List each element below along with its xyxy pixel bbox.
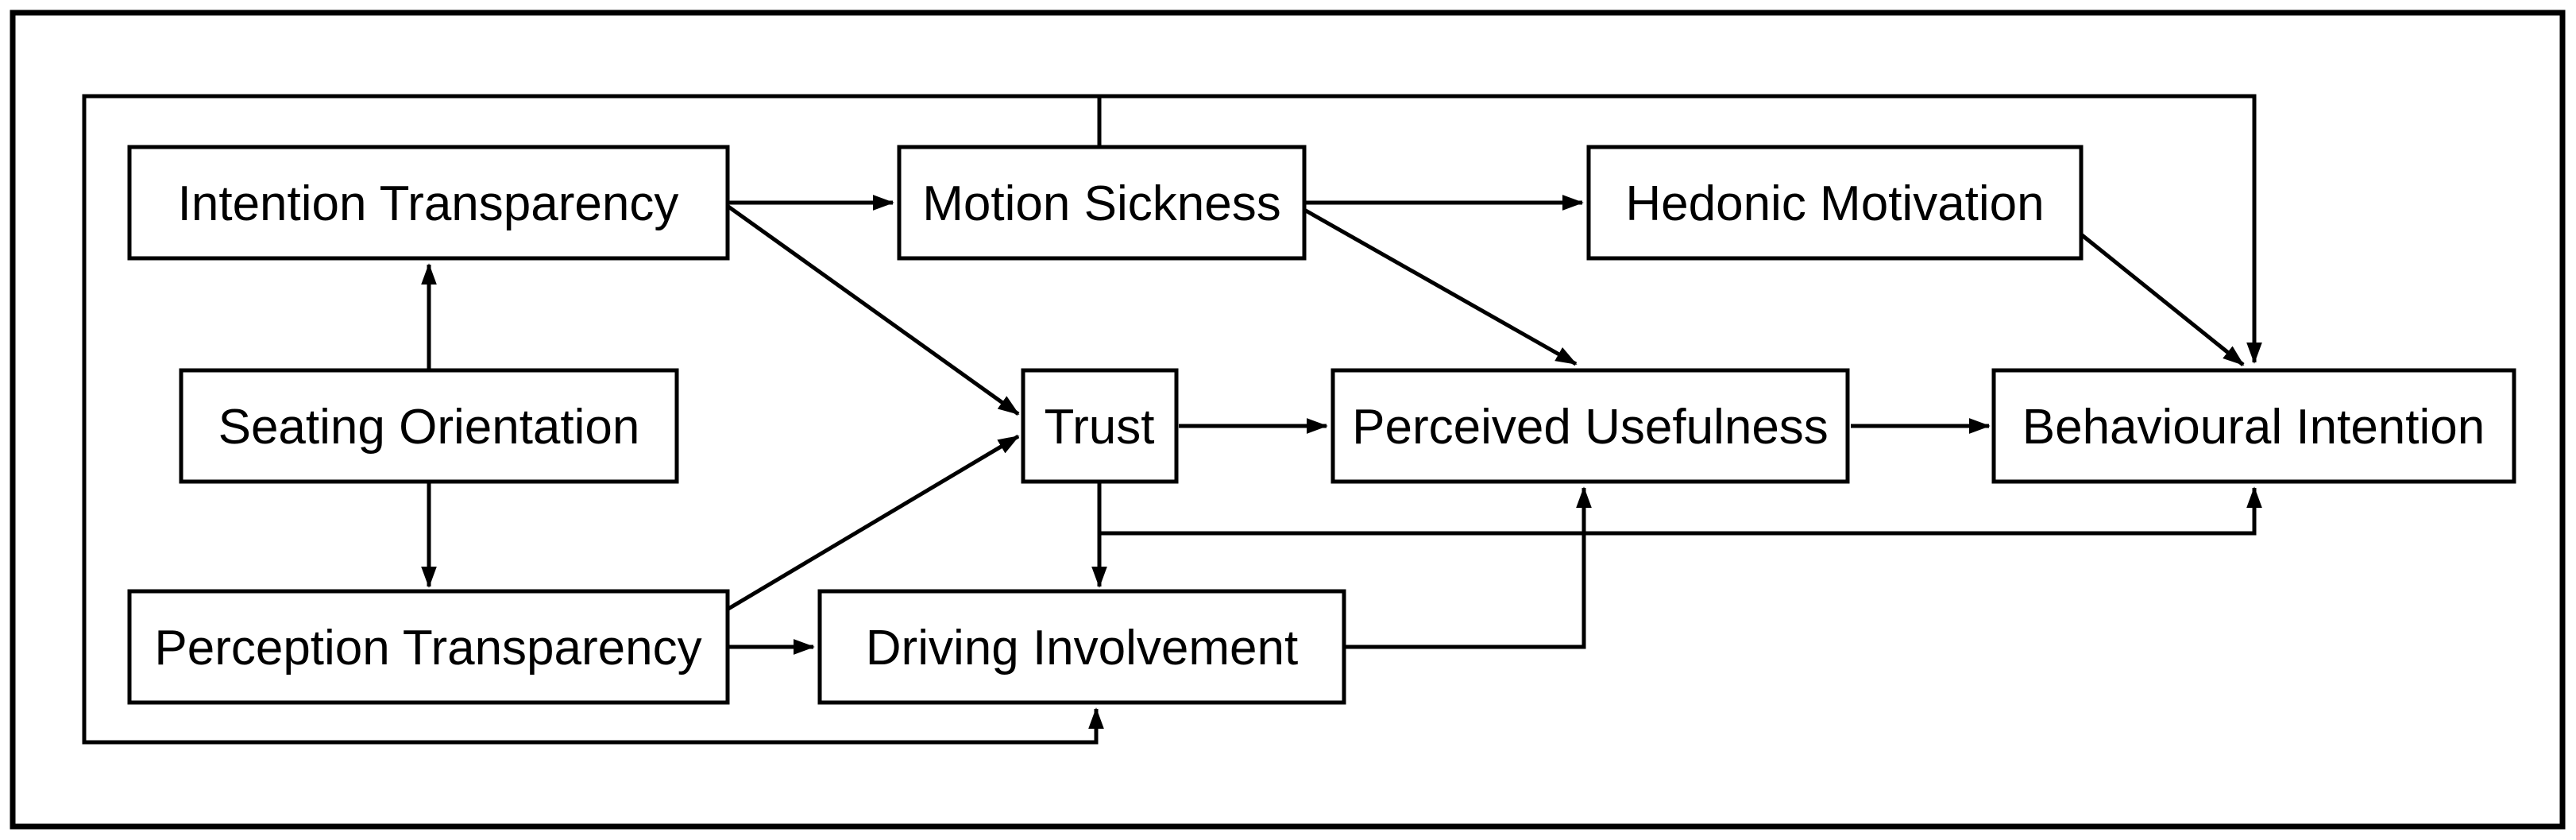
node-intention-transparency: Intention Transparency: [127, 145, 730, 261]
node-hedonic-motivation-box: [1586, 145, 2084, 261]
node-trust-box: [1021, 368, 1179, 484]
node-perceived-usefulness-label: Perceived Usefulness: [1352, 400, 1829, 455]
node-perceived-usefulness: Perceived Usefulness: [1330, 368, 1850, 484]
node-intention-transparency-label: Intention Transparency: [178, 176, 679, 231]
node-seating-orientation: Seating Orientation: [179, 368, 679, 484]
node-perception-transparency-box: [127, 589, 730, 705]
node-driving-involvement-box: [817, 589, 1346, 705]
node-motion-sickness-label: Motion Sickness: [922, 176, 1280, 231]
edge-motion-sickness-to-perceived-usefulness: [1303, 207, 1578, 366]
node-perception-transparency-label: Perception Transparency: [154, 621, 701, 675]
node-behavioural-intention: Behavioural Intention: [1991, 368, 2516, 484]
node-trust-label: Trust: [1045, 400, 1155, 455]
edge-trust-to-behavioural-intention: [1099, 486, 2262, 536]
edge-motion-sickness-to-driving-involvement: [82, 94, 1104, 745]
node-behavioural-intention-box: [1991, 368, 2516, 484]
node-motion-sickness-box: [897, 145, 1307, 261]
node-trust: Trust: [1021, 368, 1179, 484]
node-perception-transparency: Perception Transparency: [127, 589, 730, 705]
edge-perception-transparency-to-trust: [727, 434, 1020, 611]
node-perceived-usefulness-box: [1330, 368, 1850, 484]
node-hedonic-motivation: Hedonic Motivation: [1586, 145, 2084, 261]
edge-intention-transparency-to-trust: [727, 204, 1020, 416]
node-intention-transparency-box: [127, 145, 730, 261]
node-driving-involvement-label: Driving Involvement: [866, 621, 1298, 675]
node-motion-sickness: Motion Sickness: [897, 145, 1307, 261]
edge-driving-involvement-to-perceived-usefulness: [1346, 486, 1592, 649]
edge-motion-sickness-to-behavioural-intention: [1097, 94, 2262, 364]
node-seating-orientation-label: Seating Orientation: [218, 400, 640, 455]
node-driving-involvement: Driving Involvement: [817, 589, 1346, 705]
node-behavioural-intention-label: Behavioural Intention: [2022, 400, 2485, 455]
edge-hedonic-motivation-to-behavioural-intention: [2080, 233, 2245, 366]
node-hedonic-motivation-label: Hedonic Motivation: [1625, 176, 2044, 231]
node-seating-orientation-box: [179, 368, 679, 484]
figure-border: [10, 10, 2566, 830]
